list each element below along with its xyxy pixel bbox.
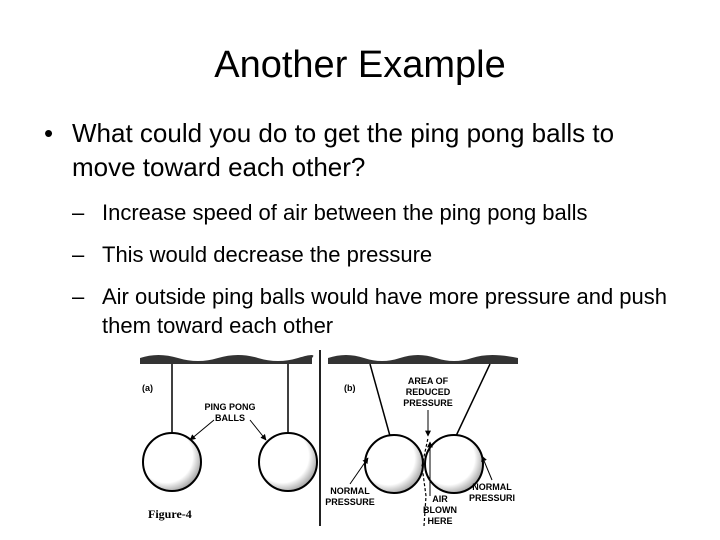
- string-b-left: [369, 363, 391, 437]
- ball-b-right: [424, 434, 484, 494]
- slide-title: Another Example: [214, 44, 506, 86]
- normal-left-arrow: [349, 457, 369, 485]
- ball-b-left: [364, 434, 424, 494]
- sub-bullet-marker: –: [72, 200, 85, 225]
- ping-pong-label-line1: PING PONG: [204, 402, 255, 412]
- sub-bullet-marker: –: [72, 284, 85, 309]
- sub-bullet-text: Increase speed of air between the ping p…: [102, 200, 588, 225]
- reduced-label-line1: AREA OF: [408, 376, 449, 386]
- sub-bullet-1: – Increase speed of air between the ping…: [72, 198, 692, 227]
- ping-pong-label-line2: BALLS: [215, 413, 245, 423]
- ball-a-left: [142, 432, 202, 492]
- normal-right-arrow: [481, 455, 493, 481]
- string-b-right: [455, 363, 491, 437]
- sub-bullet-3: – Air outside ping balls would have more…: [72, 282, 692, 340]
- figure-drawing: (a) (b) PING PONG BALLS AREA OF REDUCED …: [140, 350, 518, 527]
- ball-a-right: [258, 432, 318, 492]
- air-label-line3: HERE: [427, 516, 452, 526]
- bullet-marker: •: [44, 118, 54, 148]
- sub-bullet-marker: –: [72, 242, 85, 267]
- sub-bullet-text: This would decrease the pressure: [102, 242, 433, 267]
- normal-right-line2: PRESSURI: [469, 493, 515, 503]
- reduced-label-line2: REDUCED: [406, 387, 451, 397]
- panel-a-label: (a): [142, 383, 153, 393]
- reduced-label-line3: PRESSURE: [403, 398, 453, 408]
- ping-pong-arrow-right: [249, 419, 267, 441]
- main-bullet: • What could you do to get the ping pong…: [44, 116, 684, 184]
- ceiling-a: [140, 355, 314, 364]
- normal-right-line1: NORMAL: [472, 482, 512, 492]
- air-stream: [421, 437, 429, 527]
- ping-pong-arrow-left: [189, 419, 215, 441]
- figure-caption: Figure-4: [148, 507, 192, 521]
- main-bullet-text: What could you do to get the ping pong b…: [72, 118, 615, 182]
- panel-b-label: (b): [344, 383, 356, 393]
- air-label-line2: BLOWN: [423, 505, 457, 515]
- sub-bullet-text: Air outside ping balls would have more p…: [102, 284, 667, 338]
- air-label-line1: AIR: [432, 494, 448, 504]
- normal-left-line2: PRESSURE: [325, 497, 375, 507]
- ping-pong-figure: (a) (b) PING PONG BALLS AREA OF REDUCED …: [138, 346, 522, 540]
- normal-left-line1: NORMAL: [330, 486, 370, 496]
- sub-bullet-2: – This would decrease the pressure: [72, 240, 692, 269]
- ceiling-b: [328, 355, 518, 364]
